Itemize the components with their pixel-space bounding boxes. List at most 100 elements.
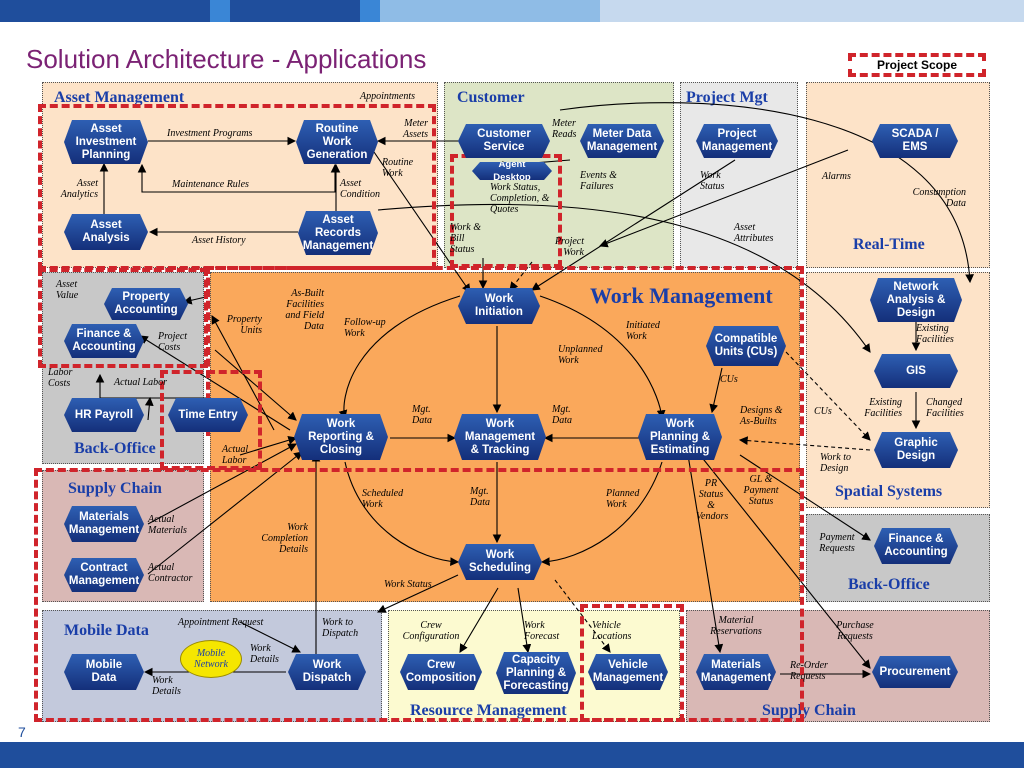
label-work-status-pm: Work Status: [700, 170, 725, 192]
label-property-units: Property Units: [226, 314, 262, 336]
crew-composition-app[interactable]: Crew Composition: [400, 654, 482, 690]
work-management-tracking-app[interactable]: Work Management & Tracking: [454, 414, 546, 460]
label-initiated-work: Initiated Work: [626, 320, 660, 342]
label-existing-facilities-2: Existing Facilities: [864, 397, 902, 419]
project-scope-legend: Project Scope: [848, 53, 986, 77]
label-cus: CUs: [720, 374, 738, 385]
label-work-bill-status: Work & Bill Status: [450, 222, 482, 255]
label-project-work: Project Work: [554, 236, 584, 258]
label-mgt-data-3: Mgt. Data: [470, 486, 490, 508]
label-existing-facilities-1: Existing Facilities: [916, 323, 954, 345]
label-project-costs: Project Costs: [158, 331, 188, 353]
scope-outline-back-office: [38, 268, 208, 368]
label-real-time: Real-Time: [853, 236, 925, 253]
scope-outline-vehicle: [580, 604, 684, 722]
gis-app[interactable]: GIS: [874, 354, 958, 388]
label-work-forecast: Work Forecast: [524, 620, 560, 642]
label-work-details-1: Work Details: [250, 643, 279, 665]
label-work-to-dispatch: Work to Dispatch: [322, 617, 359, 639]
asset-investment-planning-app[interactable]: Asset Investment Planning: [64, 120, 148, 164]
work-initiation-app[interactable]: Work Initiation: [458, 288, 540, 324]
meter-data-management-app[interactable]: Meter Data Management: [580, 124, 664, 158]
label-project-mgt: Project Mgt: [686, 89, 768, 106]
bottom-banner: [0, 742, 1024, 768]
label-work-to-design: Work to Design: [820, 452, 852, 474]
label-labor-costs: Labor Costs: [48, 367, 73, 389]
project-management-app[interactable]: Project Management: [696, 124, 778, 158]
property-accounting-app[interactable]: Property Accounting: [104, 288, 188, 320]
label-work-details-2: Work Details: [152, 675, 181, 697]
page-title: Solution Architecture - Applications: [26, 44, 427, 74]
label-asset-management: Asset Management: [54, 89, 185, 106]
label-crew-configuration: Crew Configuration: [402, 620, 460, 642]
label-vehicle-locations: Vehicle Locations: [592, 620, 632, 642]
label-meter-reads: Meter Reads: [552, 118, 577, 140]
graphic-design-app[interactable]: Graphic Design: [874, 432, 958, 468]
compatible-units-app[interactable]: Compatible Units (CUs): [706, 326, 786, 366]
label-scheduled-work: Scheduled Work: [362, 488, 404, 510]
label-appointment-request: Appointment Request: [178, 617, 264, 628]
finance-accounting-right-app[interactable]: Finance & Accounting: [874, 528, 958, 564]
label-routine-work: Routine Work: [382, 157, 414, 179]
agent-desktop-app[interactable]: Agent Desktop: [472, 162, 552, 180]
label-back-office-right: Back-Office: [848, 576, 930, 593]
label-designs-as-builts: Designs & As-Builts: [740, 405, 783, 427]
label-back-office-left: Back-Office: [74, 440, 156, 457]
banner-stripe: [380, 0, 600, 22]
label-asset-value: Asset Value: [56, 279, 79, 301]
work-reporting-closing-app[interactable]: Work Reporting & Closing: [294, 414, 388, 460]
label-events-failures: Events & Failures: [580, 170, 617, 192]
label-consumption-data: Consumption Data: [912, 187, 966, 209]
label-gl-payment-status: GL & Payment Status: [743, 474, 779, 507]
work-planning-estimating-app[interactable]: Work Planning & Estimating: [638, 414, 722, 460]
asset-records-management-app[interactable]: Asset Records Management: [298, 211, 378, 255]
contract-management-app[interactable]: Contract Management: [64, 558, 144, 592]
label-pr-status-vendors: PR Status & Vendors: [696, 478, 729, 522]
capacity-planning-app[interactable]: Capacity Planning & Forecasting: [496, 652, 576, 694]
work-scheduling-app[interactable]: Work Scheduling: [458, 544, 542, 580]
work-dispatch-app[interactable]: Work Dispatch: [288, 654, 366, 690]
time-entry-app[interactable]: Time Entry: [168, 398, 248, 432]
label-asset-condition: Asset Condition: [340, 178, 381, 200]
routine-work-generation-app[interactable]: Routine Work Generation: [296, 120, 378, 164]
network-analysis-design-app[interactable]: Network Analysis & Design: [870, 278, 962, 322]
label-maintenance-rules: Maintenance Rules: [172, 179, 249, 190]
label-material-reservations: Material Reservations: [710, 615, 762, 637]
label-asset-attributes: Asset Attributes: [734, 222, 774, 244]
procurement-app[interactable]: Procurement: [872, 656, 958, 688]
label-unplanned-work: Unplanned Work: [558, 344, 603, 366]
label-actual-labor: Actual Labor: [114, 377, 168, 388]
scada-ems-app[interactable]: SCADA / EMS: [872, 124, 958, 158]
banner-stripe: [600, 0, 1024, 22]
label-asset-history: Asset History: [192, 235, 246, 246]
label-payment-requests: Payment Requests: [819, 532, 855, 554]
scope-outline-work-management: [206, 266, 804, 436]
label-work-status-completion: Work Status, Completion, & Quotes: [490, 182, 550, 215]
label-work-completion-details: Work Completion Details: [261, 522, 308, 555]
label-as-built: As-Built Facilities and Field Data: [285, 288, 324, 332]
banner-stripe: [360, 0, 380, 22]
mobile-network-cloud: Mobile Network: [180, 640, 242, 678]
label-work-status-bottom: Work Status: [384, 579, 432, 590]
hr-payroll-app[interactable]: HR Payroll: [64, 398, 144, 432]
top-banner: [0, 0, 1024, 22]
label-supply-chain-right: Supply Chain: [762, 702, 856, 719]
label-actual-materials: Actual Materials: [148, 514, 187, 536]
materials-management-right-app[interactable]: Materials Management: [696, 654, 776, 690]
vehicle-management-app[interactable]: Vehicle Management: [588, 654, 668, 690]
label-investment-programs: Investment Programs: [167, 128, 253, 139]
mobile-data-app[interactable]: Mobile Data: [64, 654, 144, 690]
label-alarms: Alarms: [822, 171, 851, 182]
label-mgt-data-1: Mgt. Data: [412, 404, 432, 426]
label-resource-management: Resource Management: [410, 702, 567, 719]
asset-analysis-app[interactable]: Asset Analysis: [64, 214, 148, 250]
materials-management-left-app[interactable]: Materials Management: [64, 506, 144, 542]
finance-accounting-left-app[interactable]: Finance & Accounting: [64, 324, 144, 358]
customer-service-app[interactable]: Customer Service: [458, 124, 550, 158]
label-changed-facilities: Changed Facilities: [926, 397, 964, 419]
label-actual-contractor: Actual Contractor: [148, 562, 193, 584]
label-meter-assets: Meter Assets: [403, 118, 428, 140]
label-cus-2: CUs: [814, 406, 832, 417]
banner-stripe: [230, 0, 360, 22]
label-appointments: Appointments: [360, 91, 415, 102]
